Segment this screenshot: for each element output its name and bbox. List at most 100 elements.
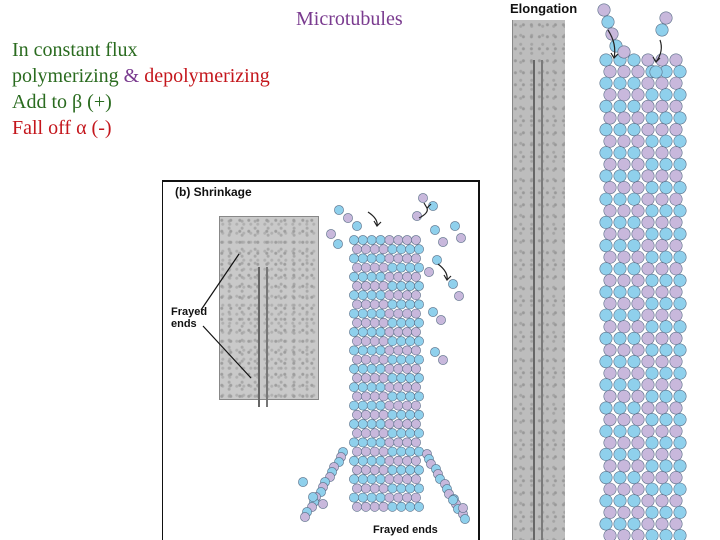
tubulin-bead — [627, 262, 641, 276]
tubulin-bead — [405, 354, 416, 365]
tubulin-bead — [603, 88, 617, 102]
tubulin-bead — [673, 413, 687, 427]
tubulin-bead — [649, 65, 663, 79]
tubulin-bead — [617, 389, 631, 403]
tubulin-bead — [405, 317, 416, 328]
tubulin-bead — [384, 455, 395, 466]
tubulin-bead — [414, 354, 424, 365]
tubulin-bead — [669, 378, 683, 392]
tubulin-bead — [641, 424, 655, 438]
tubulin-bead — [369, 354, 380, 365]
tubulin-bead — [659, 343, 673, 357]
tubulin-bead — [384, 382, 395, 393]
tubulin-bead — [366, 253, 377, 264]
tubulin-bead — [603, 65, 617, 79]
tubulin-bead — [669, 262, 683, 276]
tubulin-bead — [357, 271, 368, 282]
tubulin-bead — [655, 23, 669, 37]
tubulin-bead — [627, 192, 641, 206]
tubulin-bead — [627, 215, 641, 229]
tubulin-bead — [617, 111, 631, 125]
tubulin-bead — [396, 428, 407, 439]
tubulin-bead — [393, 327, 404, 337]
tubulin-bead — [357, 382, 368, 393]
tubulin-bead — [617, 297, 631, 311]
tubulin-bead — [599, 355, 613, 369]
tubulin-bead — [603, 366, 617, 380]
tubulin-bead — [673, 436, 687, 450]
tubulin-bead — [599, 517, 613, 531]
tubulin-bead — [424, 267, 434, 277]
tubulin-bead — [613, 99, 627, 113]
tubulin-bead — [627, 471, 641, 485]
frayed-ends-callout: Frayed ends — [171, 306, 208, 330]
tubulin-bead — [599, 192, 613, 206]
tubulin-bead — [603, 273, 617, 287]
tubulin-bead — [669, 123, 683, 137]
tubulin-bead — [352, 409, 362, 420]
line-add-beta: Add to β (+) — [12, 91, 112, 113]
tubulin-bead — [673, 273, 687, 287]
tubulin-bead — [352, 391, 362, 402]
tubulin-bead — [673, 505, 687, 519]
tubulin-bead — [387, 428, 398, 439]
tubulin-bead — [617, 366, 631, 380]
tubulin-bead — [402, 382, 413, 393]
tubulin-bead — [669, 76, 683, 90]
tubulin-bead — [641, 331, 655, 345]
tubulin-bead — [393, 474, 404, 485]
tubulin-bead — [627, 447, 641, 461]
tubulin-bead — [659, 413, 673, 427]
tubulin-bead — [357, 363, 368, 374]
tubulin-bead — [349, 419, 359, 429]
tubulin-bead — [673, 227, 687, 241]
tubulin-bead — [360, 336, 371, 347]
tubulin-bead — [396, 391, 407, 402]
tubulin-bead — [369, 409, 380, 420]
arrowhead — [443, 274, 452, 281]
tubulin-bead — [375, 455, 386, 466]
tubulin-bead — [357, 235, 368, 245]
tubulin-bead — [393, 455, 404, 466]
tubulin-bead — [645, 250, 659, 264]
tubulin-bead — [599, 447, 613, 461]
tubulin-bead — [673, 88, 687, 102]
tubulin-bead — [352, 446, 362, 457]
tubulin-bead — [655, 76, 669, 90]
tubulin-bead — [631, 297, 645, 311]
tubulin-bead — [396, 373, 407, 383]
tubulin-bead — [617, 134, 631, 148]
tubulin-bead — [627, 285, 641, 299]
tubulin-bead — [673, 297, 687, 311]
tubulin-bead — [659, 181, 673, 195]
tubulin-bead — [603, 181, 617, 195]
tubulin-bead — [438, 237, 448, 247]
tubulin-bead — [405, 281, 416, 291]
tubulin-bead — [617, 529, 631, 540]
tubulin-bead — [414, 409, 424, 420]
tubulin-bead — [366, 400, 377, 411]
tubulin-bead — [411, 271, 421, 282]
tubulin-bead — [378, 299, 389, 310]
tubulin-bead — [411, 382, 421, 393]
tubulin-bead — [613, 192, 627, 206]
tubulin-bead — [378, 244, 389, 255]
tubulin-bead — [366, 419, 377, 429]
tubulin-bead — [393, 253, 404, 264]
tubulin-bead — [405, 391, 416, 402]
tubulin-bead — [659, 273, 673, 287]
tubulin-bead — [375, 474, 386, 485]
tubulin-bead — [673, 65, 687, 79]
tubulin-bead — [613, 285, 627, 299]
tubulin-bead — [352, 428, 362, 439]
tubulin-bead — [414, 244, 424, 255]
tubulin-bead — [366, 455, 377, 466]
tubulin-bead — [659, 459, 673, 473]
tubulin-bead — [375, 308, 386, 319]
tubulin-bead — [627, 517, 641, 531]
tubulin-bead — [631, 204, 645, 218]
tubulin-bead — [659, 389, 673, 403]
tubulin-bead — [631, 320, 645, 334]
tubulin-bead — [357, 492, 368, 503]
arrowhead — [423, 202, 432, 209]
